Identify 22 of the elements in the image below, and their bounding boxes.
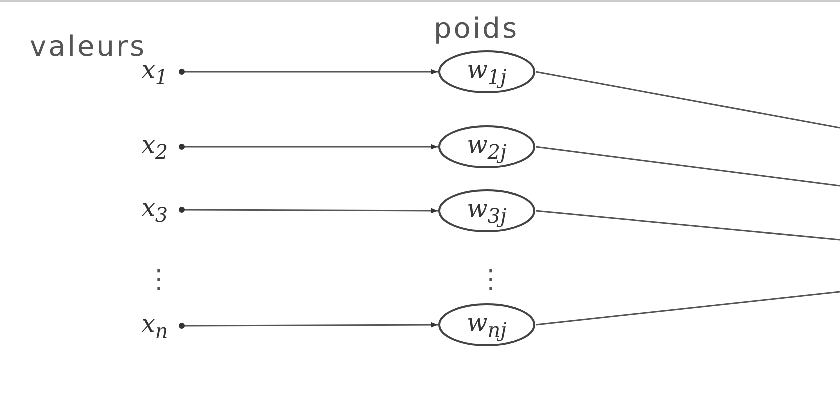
connection-line <box>536 146 840 187</box>
arrow <box>179 207 438 214</box>
weight-ellipse <box>438 125 536 169</box>
arrow <box>179 144 438 150</box>
arrow <box>179 69 438 75</box>
input-variable: x$_{3}$ <box>142 194 168 226</box>
arrow <box>179 322 438 329</box>
connection-line <box>536 71 840 129</box>
weight-ellipse <box>438 303 536 347</box>
connection-line <box>536 291 840 326</box>
input-variable: x$_{n}$ <box>142 310 168 342</box>
input-variable: x$_{2}$ <box>142 130 168 164</box>
weight-label: w$_{2j}$ <box>467 130 507 164</box>
weight-label: w$_{nj}$ <box>467 308 507 342</box>
axis-heading: poids <box>434 12 520 45</box>
weight-label: w$_{3j}$ <box>467 194 507 228</box>
weight-ellipse <box>438 50 536 94</box>
weight-label: w$_{1j}$ <box>467 56 507 88</box>
weight-ellipse <box>438 189 536 233</box>
ellipsis: ⋮ <box>146 265 172 295</box>
connection-line <box>536 210 840 241</box>
ellipsis: ⋮ <box>478 265 504 295</box>
